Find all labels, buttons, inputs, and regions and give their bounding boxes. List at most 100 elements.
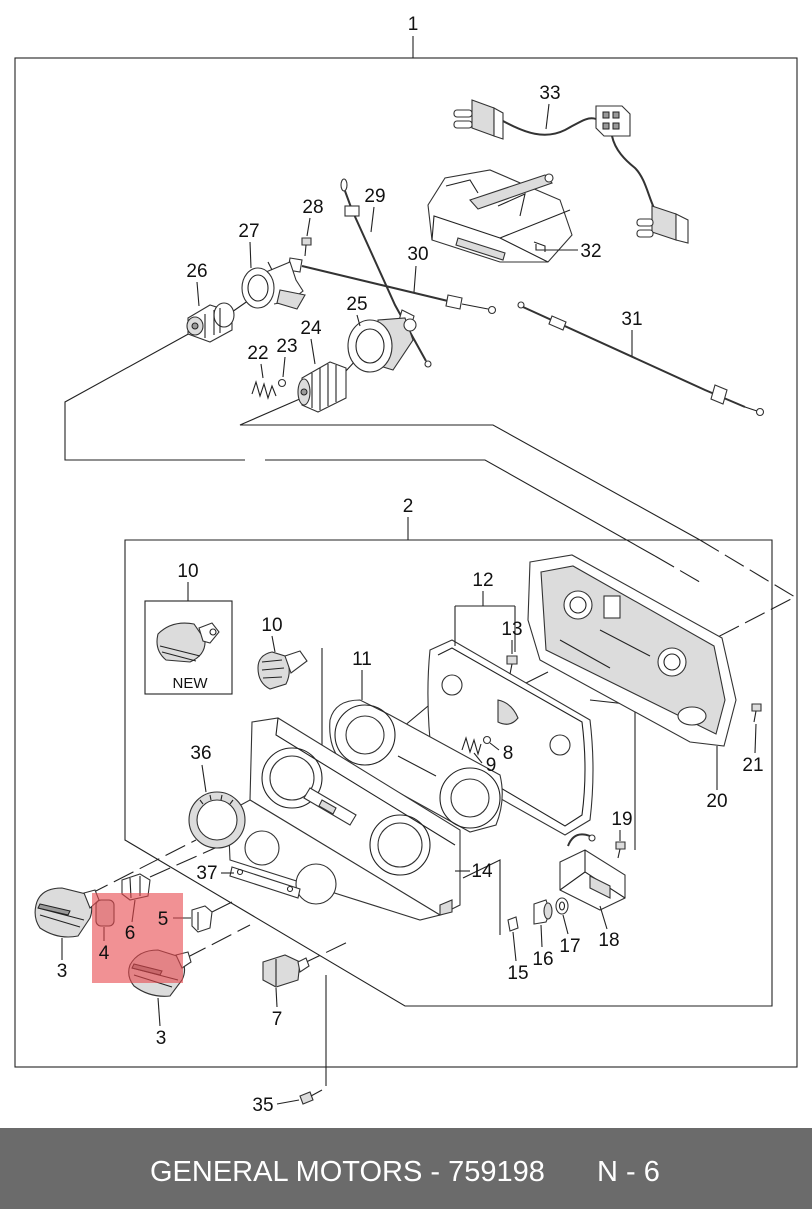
callout-19: 19 [611,809,632,830]
callout-14: 14 [471,861,493,882]
callout-10b-leader [271,635,276,653]
callout-5: 5 [158,909,169,930]
footer-bar: GENERAL MOTORS - 759198 N - 6 [0,1128,812,1209]
callout-32: 32 [580,241,601,262]
part-12 [427,639,594,836]
callout-28: 28 [302,197,323,218]
part-13 [506,655,518,675]
callout-7: 7 [272,1009,283,1030]
footer-title: GENERAL MOTORS - 759198 [150,1156,545,1188]
assembly-lines-upper [64,297,797,641]
part-36 [188,791,246,849]
part-28 [301,237,312,257]
part-19 [615,841,626,859]
part-31 [517,301,765,417]
part-8 [482,735,492,745]
callout-37: 37 [196,863,217,884]
part-3-left [34,887,100,938]
callout-26-leader [196,281,200,307]
callout-21: 21 [742,755,763,776]
callout-23-leader [282,356,286,378]
callout-9: 9 [486,755,497,776]
assembly-2-frame [124,539,773,1007]
part-22 [251,380,277,400]
part-26 [186,302,235,343]
part-25 [347,317,417,373]
highlight-region [92,893,183,983]
footer-page-code: N - 6 [597,1156,660,1188]
part-30 [287,257,497,315]
part-14 [227,717,461,921]
callout-8: 8 [503,743,514,764]
callout-9-leader [473,752,483,764]
callout-6: 6 [125,923,136,944]
callout-3a: 3 [57,961,68,982]
parts-diagram: 1 33 29 28 27 30 32 26 25 31 24 22 23 2 … [14,14,798,1116]
callout-27: 27 [238,221,259,242]
new-label: NEW [173,675,209,692]
callout-29: 29 [364,186,385,207]
callout-15-leader [512,931,517,962]
part-20 [527,554,737,747]
callout-2: 2 [403,496,414,517]
callout-18: 18 [598,930,619,951]
callout-22: 22 [247,343,268,364]
callout-17-leader [562,914,569,935]
callout-3b-leader [157,997,161,1027]
callout-25-leader [356,314,361,327]
callout-24-leader [310,338,316,365]
part-21 [751,703,762,723]
callout-1: 1 [408,14,419,35]
callout-17: 17 [559,936,580,957]
callout-11: 11 [352,649,372,670]
part-7 [262,954,310,988]
part-16 [533,899,553,925]
callout-27-leader [249,241,252,269]
callout-16-leader [540,924,543,948]
callout-8-leader [489,742,500,751]
callout-32-leader [535,244,578,251]
part-5 [191,905,213,933]
part-35 [299,1089,323,1105]
callout-3b: 3 [156,1028,167,1049]
part-23 [277,378,287,388]
callout-35-leader [276,1099,300,1105]
callout-30: 30 [407,244,428,265]
callout-28-leader [306,217,311,237]
part-11 [329,699,503,833]
callout-7-leader [275,987,278,1008]
part-9 [461,736,482,756]
callout-15: 15 [507,963,528,984]
callout-20: 20 [706,791,727,812]
callout-36: 36 [190,743,211,764]
callout-33-leader [545,103,550,130]
part-32 [427,169,573,263]
callout-33: 33 [539,83,560,104]
callout-21-leader [754,723,757,754]
callout-29-leader [370,206,375,233]
callout-12: 12 [472,570,493,591]
part-15 [507,916,519,932]
callout-10b: 10 [261,615,282,636]
callout-30-leader [413,265,417,293]
part-10 [257,650,308,690]
callout-13: 13 [501,619,522,640]
part-18 [559,833,626,911]
callout-18-leader [599,905,608,930]
callout-31: 31 [621,309,642,330]
callout-22-leader [260,363,264,379]
part-33 [453,99,689,244]
callout-12-bracket [454,591,516,652]
part-17 [555,897,569,915]
callout-23: 23 [276,336,297,357]
callout-26: 26 [186,261,207,282]
callout-labels: 1 33 29 28 27 30 32 26 25 31 24 22 23 2 … [57,14,764,1116]
callout-24: 24 [300,318,322,339]
callout-35: 35 [252,1095,273,1116]
callout-36-leader [201,764,207,793]
part-10-new [156,622,220,663]
callout-25: 25 [346,294,367,315]
part-24 [297,361,347,413]
assembly-1-frame [14,57,798,1068]
callout-10a: 10 [177,561,198,582]
